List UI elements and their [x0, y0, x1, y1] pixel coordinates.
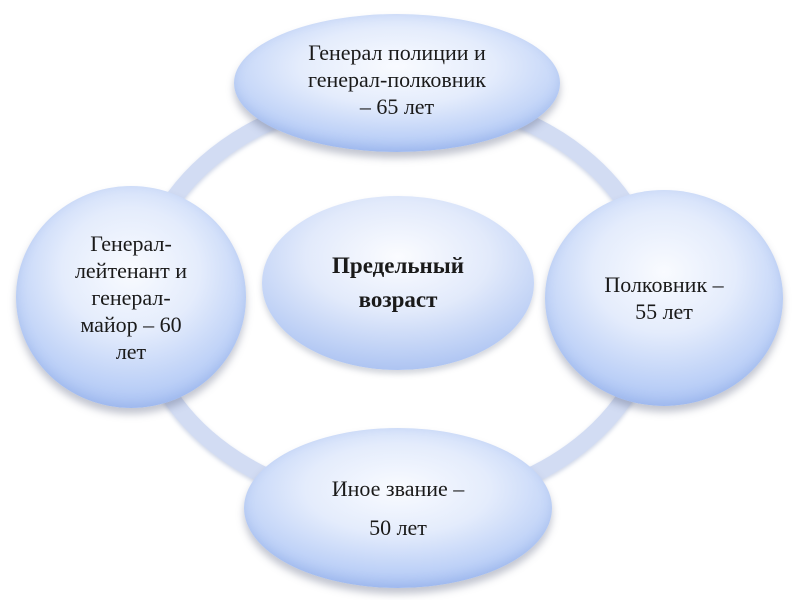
node-label-line: лет — [115, 338, 147, 364]
center-label-line: Предельный — [332, 253, 464, 278]
node-label-line: генерал-полковник — [308, 66, 486, 92]
node-label-line: Полковник – — [604, 272, 724, 297]
node-label-line: – 65 лет — [359, 93, 435, 119]
node-label-line: генерал- — [91, 284, 171, 310]
node-label-line: майор – 60 — [80, 311, 182, 337]
node-label-line: 55 лет — [635, 299, 693, 324]
node-center-age-limit: Предельный возраст — [262, 196, 534, 370]
node-other-rank: Иное звание – 50 лет — [244, 428, 552, 588]
node-lieutenant-general: Генерал- лейтенант и генерал- майор – 60… — [16, 186, 246, 408]
node-general-police: Генерал полиции и генерал-полковник – 65… — [234, 14, 560, 152]
node-label-line: Генерал полиции и — [308, 39, 486, 65]
node-label-line: Иное звание – — [331, 476, 465, 501]
node-label-line: Генерал- — [90, 230, 172, 256]
node-label-line: лейтенант и — [74, 257, 188, 283]
node-colonel: Полковник – 55 лет — [545, 190, 783, 406]
center-label-line: возраст — [358, 287, 438, 312]
node-label-line: 50 лет — [369, 515, 427, 540]
